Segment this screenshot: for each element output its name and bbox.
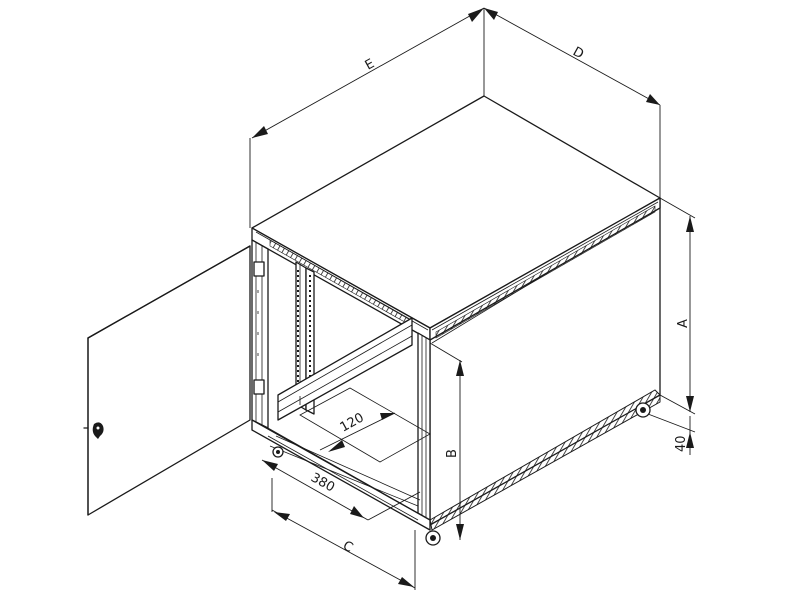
- dimension-a-label: A: [676, 319, 691, 328]
- top-side-vents: [435, 205, 656, 339]
- caster-back-right: [635, 402, 651, 418]
- dimension-c: C: [271, 478, 416, 590]
- dimension-120-label: 120: [338, 410, 367, 435]
- dimension-d-label: D: [570, 44, 586, 62]
- dimension-e-label: E: [363, 56, 377, 73]
- dimension-a: A: [659, 197, 696, 415]
- open-front-door: [87, 245, 251, 516]
- mounting-rail-holes: [297, 270, 311, 405]
- caster-front-right: [425, 530, 441, 546]
- dimension-40-label: 40: [674, 435, 689, 452]
- dimension-d: D: [483, 7, 661, 198]
- dimension-120: 120: [319, 410, 396, 452]
- door-lock-icon: [83, 422, 104, 439]
- dimension-b: B: [429, 342, 464, 540]
- side-support-rail: [277, 317, 413, 421]
- dimension-caster-height: 40: [647, 413, 696, 455]
- bottom-tray: [269, 387, 431, 507]
- dimension-b-label: B: [445, 449, 460, 458]
- bottom-vent-strip: [429, 389, 661, 531]
- dimension-c-label: C: [340, 538, 355, 556]
- caster-front-left: [272, 446, 284, 458]
